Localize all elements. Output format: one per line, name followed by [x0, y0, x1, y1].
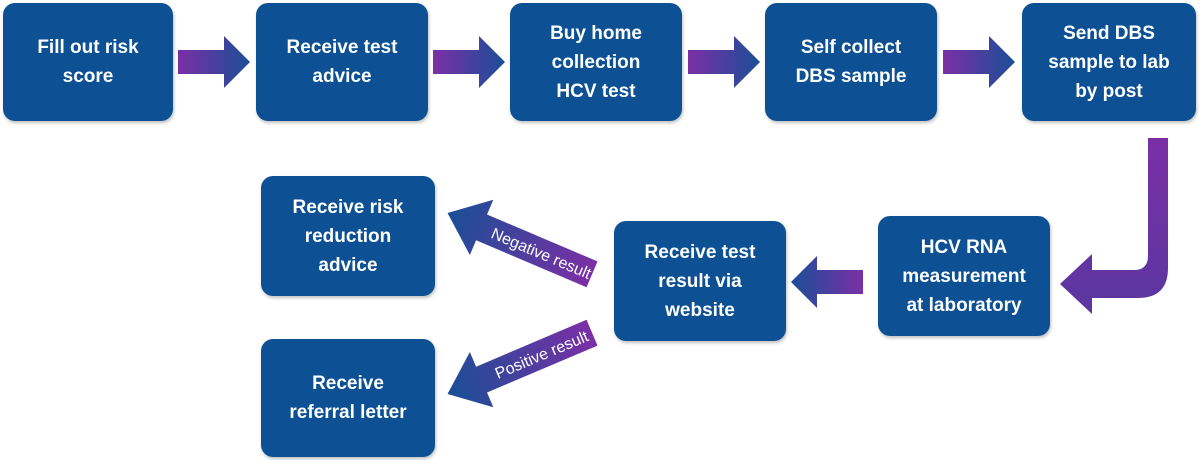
- arrow-1-2: [178, 36, 250, 88]
- step-send-sample-to-lab: Send DBS sample to lab by post: [1022, 3, 1196, 121]
- arrow-2-3: [433, 36, 505, 88]
- step-buy-home-collection-test: Buy home collection HCV test: [510, 3, 682, 121]
- arrow-5-6: [1060, 138, 1168, 314]
- step-receive-risk-reduction-advice: Receive risk reduction advice: [261, 176, 435, 296]
- step-fill-out-risk-score: Fill out risk score: [3, 3, 173, 121]
- positive-arrow: Positive result: [447, 319, 598, 408]
- negative-arrow: Negative result: [447, 199, 598, 288]
- step-receive-test-result: Receive test result via website: [614, 221, 786, 341]
- step-self-collect-sample: Self collect DBS sample: [765, 3, 937, 121]
- step-hcv-rna-measurement: HCV RNA measurement at laboratory: [878, 216, 1050, 336]
- arrow-3-4: [688, 36, 760, 88]
- step-receive-referral-letter: Receive referral letter: [261, 339, 435, 457]
- step-receive-test-advice: Receive test advice: [256, 3, 428, 121]
- arrow-6-7: [791, 256, 863, 308]
- arrow-4-5: [943, 36, 1015, 88]
